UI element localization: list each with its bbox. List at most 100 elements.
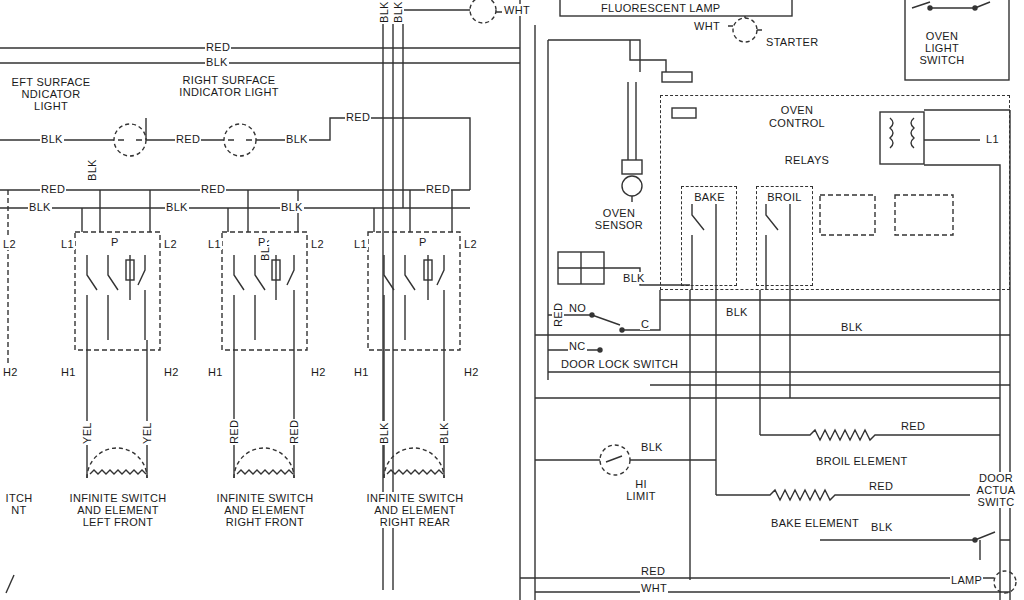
wire-label: YEL [141,421,153,445]
connector [672,108,696,118]
wire-label: BROIL ELEMENT [815,455,909,467]
transformer-coil [890,118,914,148]
wire-label: RED [900,420,926,432]
wire-label: BLK [438,421,450,445]
hi-limit-switch [600,445,630,475]
wire [87,340,444,478]
door-actuator-switch [820,532,1010,560]
wire [924,110,1010,600]
wire [535,456,716,462]
wire-label: BLK [205,56,229,68]
wire-label: BLK [392,0,404,24]
lamp-symbol [994,571,1016,593]
wire-label: YEL [81,421,93,445]
component-label: INFINITE SWITCH AND ELEMENT RIGHT FRONT [214,492,316,528]
node-title: OVEN CONTROL [761,104,833,130]
component-label: RIGHT SURFACE INDICATOR LIGHT [172,74,286,98]
wire [403,10,502,12]
component-label: OVEN LIGHT SWITCH [915,30,969,66]
connector [662,72,692,82]
wire-label: P [418,236,428,248]
switch-box [222,232,307,350]
wire-label: P [257,236,267,248]
wire-label: RED [425,183,451,195]
wire-label: LAMP [950,574,983,586]
wire-label: FLUORESCENT LAMP [600,2,722,14]
wire-label: H2 [310,366,327,378]
wire-label: RED [40,183,66,195]
wire-label: RED [175,133,201,145]
wire-label: BLK [280,201,304,213]
wire-label: H2 [463,366,480,378]
wire-label: L2 [2,238,17,250]
wire-label: BLK [86,158,98,182]
wire-label: RED [288,419,300,445]
component-label: ITCH NT [2,492,36,516]
wire-label: BLK [285,133,309,145]
switch-box [75,232,160,350]
wire-label: RED [640,565,666,577]
wire-label: WHT [640,582,668,594]
wire-label: BLK [640,441,664,453]
switch-contact [912,2,990,8]
heating-coil [387,470,443,474]
bake-element [716,490,1000,500]
sensor-plug [622,160,642,174]
wire-label: RED [345,111,371,123]
wire-label: STARTER [765,36,819,48]
wire-label: RED [868,480,894,492]
wire-label: BLK [165,201,189,213]
wire-label: RED [205,41,231,53]
element-outline [234,448,294,478]
wire [0,118,470,190]
wire-label: H1 [207,366,224,378]
component-label: DOOR ACTUA SWITC [970,472,1022,508]
node-subtitle: RELAYS [771,154,843,167]
contact-dot [928,6,932,10]
broil-element [760,430,1000,440]
component-label: OVEN SENSOR [592,207,646,231]
wire-label: RED [228,419,240,445]
wire-label: H2 [163,366,180,378]
wire-label: BLK [870,521,894,533]
wire-label: L1 [207,238,222,250]
wire [535,268,1010,398]
element-outline [87,448,147,478]
wire [7,190,8,370]
wire-label: RED [200,183,226,195]
socket-symbol [470,0,496,23]
wire-label: WHT [693,20,721,32]
wire-label: BLK [378,421,390,445]
wire-label: BLK [622,272,646,284]
contact-dot [973,6,977,10]
leader-line [6,575,14,593]
node-title: BAKE [686,191,733,204]
lamp-housing [560,0,792,16]
wire-label: P [110,236,120,248]
component-label: INFINITE SWITCH AND ELEMENT LEFT FRONT [67,492,169,528]
switch-box [368,232,460,350]
wire-label: H1 [353,366,370,378]
wire-label: NO [568,302,587,314]
heating-coil [90,470,146,474]
wire-label: RED [552,302,564,328]
transformer [880,112,924,164]
node-title: BROIL [760,191,809,204]
switch-terminal [558,252,604,284]
contact-dot [590,313,594,317]
wire-label: BLK [378,0,390,24]
switch-housing [905,0,1009,80]
wire [728,16,762,30]
door-lock-contact [548,290,660,350]
oven-sensor [622,176,642,196]
switch-contacts [87,255,444,340]
wire-label: L1 [353,238,368,250]
relay-box: BROIL [756,186,813,286]
starter-symbol [733,18,757,42]
heating-coil [237,470,293,474]
wire-label: H1 [60,366,77,378]
contact-dot [598,348,602,352]
element-outline [384,448,444,478]
component-label: HI LIMIT [620,478,662,502]
